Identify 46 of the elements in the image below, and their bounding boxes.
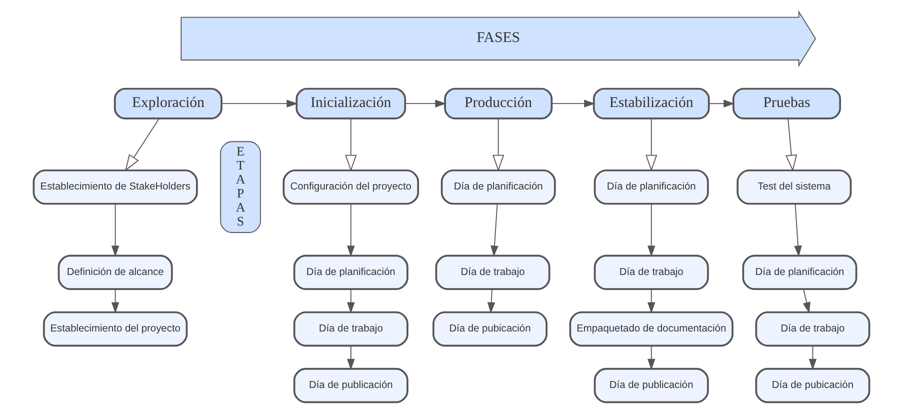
arrow: [344, 118, 356, 172]
arrow: [220, 100, 298, 108]
node-box: Día de planificación: [292, 254, 408, 290]
node-box: Inicialización: [295, 88, 406, 120]
arrow: [490, 204, 498, 257]
arrow: [646, 288, 655, 314]
node-box: Día de trabajo: [434, 254, 550, 290]
arrow: [708, 100, 734, 108]
node-box: Producción: [444, 88, 552, 120]
node-box: Estabilización: [592, 88, 710, 120]
arrow: [646, 345, 655, 370]
node-box: Definición de alcance: [57, 254, 172, 290]
arrow: [486, 288, 495, 314]
arrow: [110, 204, 119, 257]
node-box: Día de planificación: [742, 254, 857, 290]
arrow: [794, 204, 802, 257]
arrow: [346, 288, 354, 314]
arrow: [346, 204, 354, 257]
node-box: Día de publicación: [292, 368, 408, 404]
arrow: [124, 118, 159, 172]
arrow: [492, 118, 504, 172]
node-box: Día de planificación: [440, 169, 556, 205]
node-box: Día de trabajo: [593, 254, 708, 290]
arrow: [808, 345, 816, 370]
node-box: Día de planificación: [593, 169, 708, 205]
arrow: [346, 345, 354, 370]
node-box: Pruebas: [732, 88, 840, 120]
node-box: Día de trabajo: [754, 311, 870, 347]
node-box: Día de publicación: [593, 368, 708, 404]
node-box: Día de pubicación: [432, 311, 547, 347]
arrow: [802, 288, 810, 314]
node-box: E T A P A S: [220, 141, 260, 233]
arrow: [646, 204, 655, 257]
node-box: Día de pubicación: [754, 368, 870, 404]
node-box: Configuración del proyecto: [282, 169, 419, 205]
arrow: [785, 118, 797, 172]
node-box: Empaquetado de documentación: [568, 311, 733, 347]
node-box: Test del sistema: [736, 169, 852, 205]
arrow: [645, 118, 657, 172]
arrow: [110, 288, 119, 314]
arrow: [404, 100, 446, 108]
arrow: [550, 100, 595, 108]
node-box: Establecimiento del proyecto: [42, 311, 188, 347]
node-box: Establecimiento de StakeHolders: [32, 169, 198, 205]
node-box: Día de trabajo: [292, 311, 408, 347]
node-box: Exploración: [113, 88, 222, 120]
